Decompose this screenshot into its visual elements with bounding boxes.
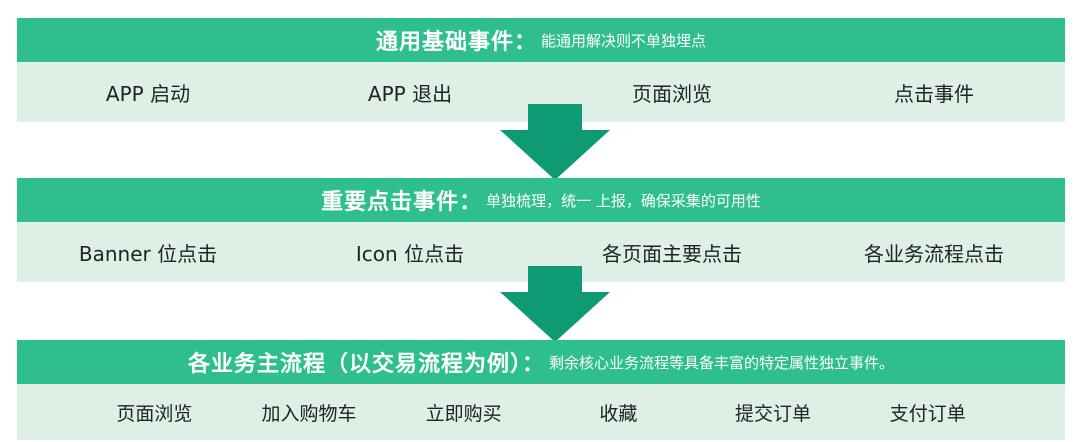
section-description: 剩余核心业务流程等具备丰富的特定属性独立事件。 bbox=[549, 353, 895, 372]
event-item: 收藏 bbox=[599, 402, 638, 425]
event-item: 支付订单 bbox=[889, 402, 966, 425]
event-item: 各业务流程点击 bbox=[864, 241, 1004, 266]
event-item: 提交订单 bbox=[735, 402, 812, 425]
section-basic-events: 通用基础事件： 能通用解决则不单独埋点 APP 启动 APP 退出 页面浏览 点… bbox=[17, 18, 1065, 122]
section-description: 单独梳理，统一 上报，确保采集的可用性 bbox=[486, 191, 761, 210]
event-item: APP 退出 bbox=[367, 81, 453, 106]
event-item: 点击事件 bbox=[894, 81, 974, 106]
section-business-flow-events: 各业务主流程（以交易流程为例）： 剩余核心业务流程等具备丰富的特定属性独立事件。… bbox=[17, 340, 1065, 440]
event-row: 页面浏览 加入购物车 立即购买 收藏 提交订单 支付订单 bbox=[17, 384, 1065, 440]
event-item: 页面浏览 bbox=[116, 402, 193, 425]
event-item: 各页面主要点击 bbox=[602, 241, 742, 266]
section-header: 重要点击事件： 单独梳理，统一 上报，确保采集的可用性 bbox=[17, 178, 1065, 222]
section-header: 各业务主流程（以交易流程为例）： 剩余核心业务流程等具备丰富的特定属性独立事件。 bbox=[17, 340, 1065, 384]
event-item: Icon 位点击 bbox=[355, 241, 465, 266]
section-header: 通用基础事件： 能通用解决则不单独埋点 bbox=[17, 18, 1065, 62]
down-arrow-icon bbox=[500, 266, 610, 342]
event-item: APP 启动 bbox=[105, 81, 191, 106]
event-row: APP 启动 APP 退出 页面浏览 点击事件 bbox=[17, 62, 1065, 122]
down-arrow-icon bbox=[500, 104, 610, 180]
section-title: 通用基础事件： bbox=[375, 30, 537, 55]
section-description: 能通用解决则不单独埋点 bbox=[541, 31, 707, 50]
event-item: Banner 位点击 bbox=[78, 241, 218, 266]
section-title: 重要点击事件： bbox=[321, 190, 483, 215]
section-title: 各业务主流程（以交易流程为例）： bbox=[187, 352, 545, 377]
event-item: 页面浏览 bbox=[632, 81, 712, 106]
event-item: 立即购买 bbox=[425, 402, 502, 425]
event-item: 加入购物车 bbox=[261, 402, 357, 425]
